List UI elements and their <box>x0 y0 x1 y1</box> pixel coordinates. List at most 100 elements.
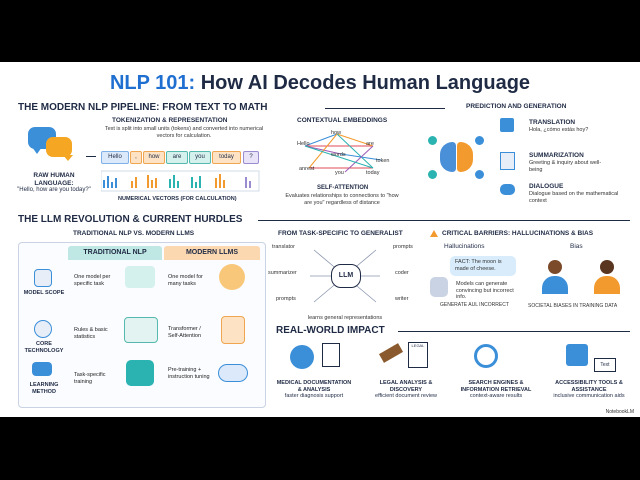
impact-title: LEGAL ANALYSIS & DISCOVERY <box>379 380 433 393</box>
bias-caption: SOCIETAL BIASES IN TRAINING DATA <box>528 303 618 309</box>
embed-word: how <box>331 130 342 136</box>
token-chip: ? <box>243 151 259 164</box>
modern-cell: One model for many tasks <box>168 274 203 287</box>
prediction-title: PREDICTION AND GENERATION <box>466 103 567 110</box>
person-icon <box>594 260 620 296</box>
summary-doc-icon <box>500 152 515 170</box>
summarization-title: SUMMARIZATION <box>529 152 584 159</box>
page-title: NLP 101: How AI Decodes Human Language <box>0 72 640 95</box>
gavel-icon <box>378 343 404 363</box>
impact-desc: context-aware results <box>469 393 523 399</box>
embed-word: Hello <box>297 141 310 147</box>
transformer-icon <box>221 316 245 344</box>
embeddings-title: CONTEXTUAL EMBEDDINGS <box>297 117 388 124</box>
accessibility-icon <box>566 344 588 366</box>
embed-word: you <box>335 170 344 176</box>
attention-desc: Evaluates relationships to connections t… <box>285 193 399 206</box>
warning-icon <box>430 230 438 237</box>
embed-word: token <box>376 158 390 164</box>
generalist-task: summarizer <box>268 270 297 276</box>
dialogue-desc: Dialogue based on the mathematical conte… <box>529 191 619 204</box>
raw-language-quote: "Hello, how are you today?" <box>17 187 91 193</box>
infographic-slide: NLP 101: How AI Decodes Human Language T… <box>0 62 640 417</box>
llm-heading: THE LLM REVOLUTION & CURRENT HURDLES <box>18 214 243 225</box>
title-rest: How AI Decodes Human Language <box>195 72 531 94</box>
token-chip: Hello <box>101 151 129 164</box>
bias-title: Bias <box>570 243 583 250</box>
person-icon <box>542 260 568 296</box>
chat-bubbles-icon <box>28 127 76 163</box>
embed-word: today <box>366 170 380 176</box>
impact-title: ACCESSIBILITY TOOLS & ASSISTANCE <box>555 380 623 393</box>
brain-icon <box>219 264 245 290</box>
embed-word: words <box>331 152 346 158</box>
brain-icon <box>426 132 486 184</box>
token-chip: are <box>166 151 188 164</box>
raw-language-label: RAW HUMAN LANGUAGE: <box>33 172 75 187</box>
token-chip: , <box>130 151 142 164</box>
hallucinations-title: Hallucinations <box>444 243 485 250</box>
text-sign: Text <box>594 358 616 372</box>
llm-heading-rule <box>258 220 630 221</box>
generalist-task: coder <box>395 270 409 276</box>
convincing-text: Models can generate convincing but incor… <box>456 281 514 300</box>
embed-word: are <box>366 141 374 147</box>
generalist-task: prompts <box>393 244 413 250</box>
summarization-desc: Greeting & inquiry about well-being <box>529 160 602 173</box>
dialogue-bubble-icon <box>500 184 515 195</box>
row-label: CORE TECHNOLOGY <box>24 341 64 354</box>
fact-bubble <box>450 256 516 276</box>
impact-heading: REAL-WORLD IMPACT <box>276 325 385 336</box>
robot-icon <box>430 277 448 297</box>
pipeline-heading: THE MODERN NLP PIPELINE: FROM TEXT TO MA… <box>18 102 268 113</box>
fact-text: FACT: The moon is made of cheese. <box>455 259 502 272</box>
task-grid-icon <box>125 266 155 288</box>
generalist-task: prompts <box>276 296 296 302</box>
generalist-task: translator <box>272 244 295 250</box>
traditional-cell: One model per specific task <box>74 274 111 287</box>
impact-heading-rule <box>398 331 630 332</box>
generalist-task: writer <box>395 296 409 302</box>
impact-title: SEARCH ENGINES & INFORMATION RETRIEVAL <box>460 380 532 393</box>
col-traditional-header: TRADITIONAL NLP <box>68 246 162 260</box>
traditional-cell: Rules & basic statistics <box>74 327 108 340</box>
notebooklm-label: NotebookLM <box>605 409 634 415</box>
llm-node: LLM <box>331 264 361 288</box>
tokenization-desc: Text is split into small units (tokens) … <box>104 126 264 139</box>
vector-bars-icon <box>101 170 260 192</box>
tokenization-title: TOKENIZATION & REPRESENTATION <box>112 117 228 124</box>
modern-cell: Transformer / Self-Attention <box>168 326 202 339</box>
learning-laptop-icon <box>32 362 52 376</box>
token-chip: today <box>212 151 241 164</box>
gear-icon <box>34 320 52 338</box>
translation-icon <box>500 118 514 132</box>
row-label: MODEL SCOPE <box>23 290 65 296</box>
flowchart-icon <box>124 317 158 343</box>
barriers-title: CRITICAL BARRIERS: HALLUCINATIONS & BIAS <box>442 230 594 237</box>
search-globe-icon <box>474 344 498 368</box>
comparison-title: TRADITIONAL NLP VS. MODERN LLMS <box>73 230 195 237</box>
modern-cell: Pre-training + instruction tuning <box>168 367 210 380</box>
impact-desc: faster diagnosis support <box>284 393 344 399</box>
attention-network-icon <box>304 133 382 173</box>
col-modern-header: MODERN LLMS <box>164 246 260 260</box>
title-accent: NLP 101: <box>109 72 196 94</box>
arrow-icon <box>86 156 96 157</box>
token-chip: how <box>143 151 165 164</box>
impact-title: MEDICAL DOCUMENTATION & ANALYSIS <box>276 380 352 393</box>
translation-title: TRANSLATION <box>529 119 576 126</box>
generalist-caption: learns general representations <box>307 315 383 321</box>
translation-desc: Hola, ¿cómo estás hoy? <box>529 127 589 133</box>
data-stack-icon <box>126 360 154 386</box>
cloud-icon <box>218 364 248 382</box>
dialogue-title: DIALOGUE <box>529 183 564 190</box>
vectors-label: NUMERICAL VECTORS (FOR CALCULATION) <box>118 196 237 202</box>
legal-document-icon: LEGAL <box>408 342 428 368</box>
caduceus-icon <box>290 345 314 369</box>
clipboard-icon <box>322 343 340 367</box>
attention-title: SELF-ATTENTION <box>317 185 369 191</box>
generalist-title: FROM TASK-SPECIFIC TO GENERALIST <box>278 230 403 237</box>
model-scope-icon <box>34 269 52 287</box>
notebooklm-logo: NotebookLM <box>606 409 634 415</box>
traditional-cell: Task-specific training <box>74 372 106 385</box>
